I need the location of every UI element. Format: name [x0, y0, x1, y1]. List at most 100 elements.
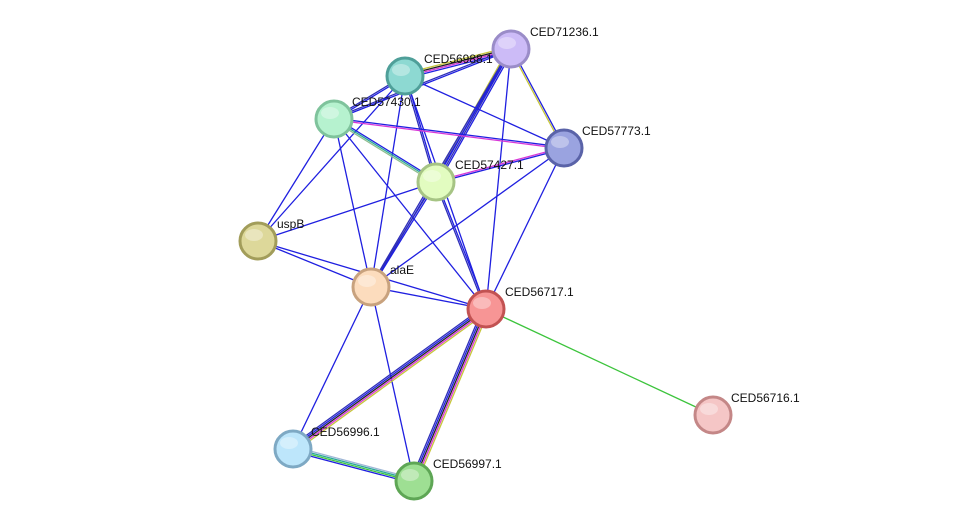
- edge-CED71236.1-CED56717.1: [485, 48, 512, 310]
- edge-line: [257, 75, 406, 242]
- node-circle[interactable]: [394, 461, 434, 501]
- node-highlight: [551, 136, 569, 148]
- node-label: CED57773.1: [582, 124, 651, 138]
- edge-line: [333, 118, 487, 310]
- edge-CED56717.1-CED56997.1: [410, 307, 490, 483]
- edge-line: [436, 181, 488, 309]
- edge-line: [434, 182, 486, 310]
- edge-line: [414, 309, 489, 482]
- node-label: uspB: [277, 217, 304, 231]
- edge-line: [435, 146, 564, 182]
- edge-line: [294, 311, 489, 453]
- edge-CED57430.1-CED56717.1: [333, 118, 487, 310]
- edge-alaE-CED56996.1: [292, 286, 372, 450]
- node-circle[interactable]: [351, 267, 391, 307]
- edge-line: [292, 286, 372, 450]
- edge-line: [333, 118, 372, 288]
- node-CED71236.1[interactable]: CED71236.1: [491, 25, 599, 69]
- node-label: CED57427.1: [455, 158, 524, 172]
- node-label: CED56716.1: [731, 391, 800, 405]
- edge-line: [257, 118, 335, 242]
- node-circle[interactable]: [693, 395, 733, 435]
- node-circle[interactable]: [314, 99, 354, 139]
- edge-line: [436, 148, 565, 184]
- edge-line: [437, 49, 514, 184]
- edge-line: [333, 118, 437, 183]
- edge-line: [413, 308, 487, 482]
- node-highlight: [498, 37, 516, 49]
- node-circle[interactable]: [385, 56, 425, 96]
- node-circle[interactable]: [544, 128, 584, 168]
- edge-CED57773.1-CED57427.1: [435, 146, 565, 184]
- node-label: alaE: [390, 263, 414, 277]
- edge-CED57427.1-CED56717.1: [434, 181, 488, 310]
- edge-CED57430.1-CED57427.1: [332, 117, 438, 184]
- node-CED57430.1[interactable]: CED57430.1: [314, 95, 421, 139]
- node-CED56996.1[interactable]: CED56996.1: [273, 425, 380, 469]
- edge-alaE-CED56717.1: [370, 286, 487, 310]
- edge-CED57773.1-alaE: [370, 147, 565, 288]
- node-CED56988.1[interactable]: CED56988.1: [385, 52, 493, 96]
- edge-line: [333, 119, 564, 150]
- node-circle[interactable]: [491, 29, 531, 69]
- edge-CED56988.1-alaE: [370, 75, 406, 288]
- node-uspB[interactable]: uspB: [238, 217, 304, 261]
- edge-line: [292, 450, 414, 484]
- edge-line: [334, 117, 438, 182]
- edge-line: [370, 286, 487, 310]
- node-highlight: [473, 297, 491, 309]
- node-CED56716.1[interactable]: CED56716.1: [693, 391, 800, 435]
- node-alaE[interactable]: alaE: [351, 263, 414, 307]
- edge-CED57427.1-uspB: [257, 181, 437, 242]
- node-circle[interactable]: [466, 289, 506, 329]
- edge-CED56996.1-CED56997.1: [292, 446, 415, 484]
- node-circle[interactable]: [238, 221, 278, 261]
- node-highlight: [358, 275, 376, 287]
- node-CED56997.1[interactable]: CED56997.1: [394, 457, 502, 501]
- node-highlight: [392, 64, 410, 76]
- node-circle[interactable]: [273, 429, 313, 469]
- edge-line: [291, 307, 486, 449]
- edge-line: [416, 309, 490, 483]
- edge-line: [485, 48, 512, 310]
- network-nodes: CED71236.1CED56988.1CED57430.1CED57773.1…: [238, 25, 800, 501]
- edge-line: [257, 181, 437, 242]
- edge-CED57427.1-alaE: [369, 181, 438, 288]
- edge-line: [411, 308, 486, 481]
- node-label: CED57430.1: [352, 95, 421, 109]
- edge-line: [371, 182, 438, 288]
- node-highlight: [423, 170, 441, 182]
- edge-CED57430.1-alaE: [333, 118, 372, 288]
- node-highlight: [280, 437, 298, 449]
- edge-CED56717.1-CED56716.1: [485, 308, 714, 416]
- edge-alaE-CED56997.1: [370, 286, 415, 482]
- edge-CED56988.1-CED57773.1: [404, 75, 565, 149]
- node-highlight: [700, 403, 718, 415]
- edge-line: [293, 309, 488, 451]
- edge-CED57773.1-CED56717.1: [485, 147, 565, 310]
- node-CED57427.1[interactable]: CED57427.1: [416, 158, 524, 202]
- edge-line: [370, 147, 565, 288]
- node-label: CED71236.1: [530, 25, 599, 39]
- node-CED57773.1[interactable]: CED57773.1: [544, 124, 651, 168]
- edge-line: [257, 240, 372, 288]
- edge-line: [292, 308, 487, 450]
- node-highlight: [401, 469, 419, 481]
- edge-line: [293, 447, 415, 481]
- edge-line: [410, 307, 484, 481]
- node-circle[interactable]: [416, 162, 456, 202]
- edge-line: [290, 305, 485, 447]
- edge-line: [370, 286, 415, 482]
- node-CED56717.1[interactable]: CED56717.1: [466, 285, 574, 329]
- node-label: CED56988.1: [424, 52, 493, 66]
- edge-line: [369, 181, 436, 287]
- node-label: CED56717.1: [505, 285, 574, 299]
- node-label: CED56996.1: [311, 425, 380, 439]
- edge-line: [404, 75, 565, 149]
- edge-line: [292, 449, 414, 483]
- edge-CED57430.1-CED57773.1: [333, 117, 565, 150]
- edge-line: [334, 117, 565, 148]
- edge-CED57430.1-uspB: [257, 118, 335, 242]
- edge-line: [332, 119, 436, 184]
- node-highlight: [245, 229, 263, 241]
